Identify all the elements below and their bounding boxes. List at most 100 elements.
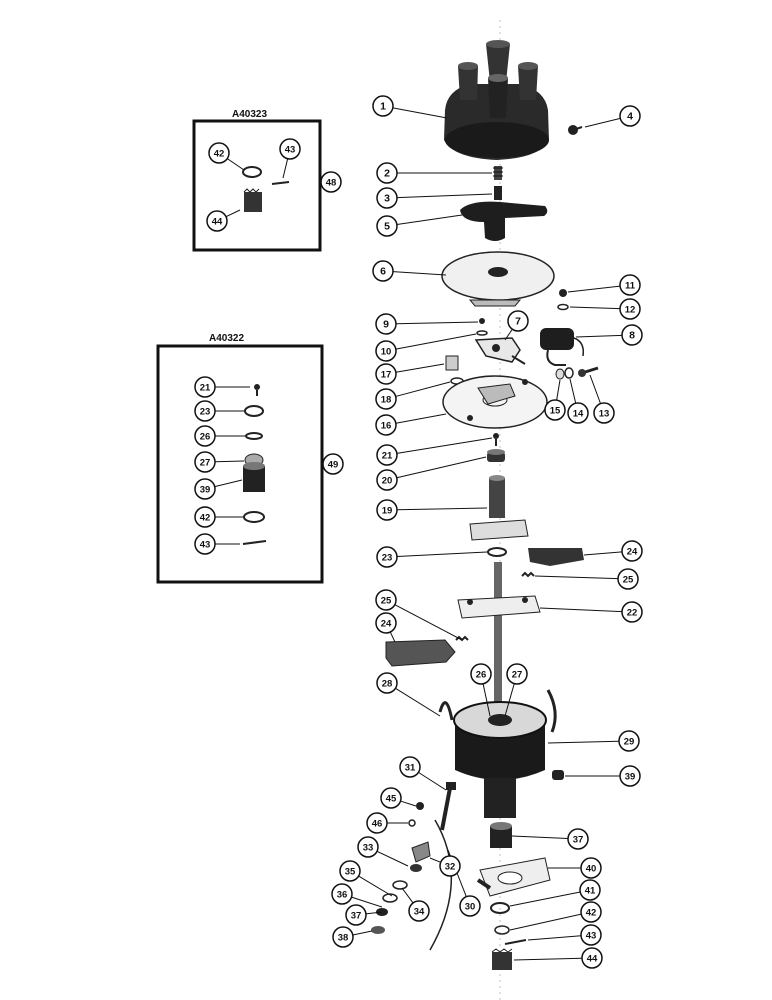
callout-number: 25 [381, 596, 392, 607]
condenser-part [540, 328, 585, 366]
leader-line [527, 935, 582, 941]
leader-line [396, 551, 488, 557]
callout-number: 6 [380, 266, 386, 278]
advance-weight-right-part [528, 548, 584, 566]
leader-line [583, 551, 623, 556]
leader-line [214, 460, 245, 463]
callout-41: 41 [579, 879, 601, 901]
oiler-part [552, 770, 564, 780]
callout-number: 7 [515, 316, 521, 328]
breaker-plate-part [442, 375, 548, 429]
drive-pin-part [504, 939, 527, 945]
leader-line [556, 379, 561, 401]
leader-line [394, 604, 463, 641]
leader-line [400, 800, 417, 807]
shaft-bushing-part [487, 449, 505, 462]
callout-number: 41 [585, 886, 596, 897]
leader-line [395, 381, 451, 397]
lock-washer-part [371, 926, 385, 934]
callout-9: 9 [375, 313, 397, 335]
leader-line [569, 306, 621, 310]
terminal-washer-part [564, 367, 574, 379]
cam-assembly-part [469, 475, 529, 541]
kit-a40323-callout-44: 44 [206, 210, 228, 232]
callout-number: 12 [625, 305, 636, 316]
callout-11: 11 [619, 274, 641, 296]
leader-line [214, 479, 243, 488]
bottom-spacer-part [494, 925, 510, 935]
callout-27: 27 [506, 663, 528, 685]
leader-line [509, 891, 581, 907]
leader-line [392, 271, 447, 276]
dust-shield-part [441, 251, 555, 307]
drive-gear-part [491, 948, 513, 970]
thrust-washer-part [487, 547, 507, 557]
callout-1: 1 [372, 95, 394, 117]
kit-a40322-callout-43: 43 [194, 533, 216, 555]
callout-18: 18 [375, 388, 397, 410]
leader-line [418, 771, 447, 791]
kit-a40322-callout-39: 39 [194, 478, 216, 500]
kit-a40322-callout-23: 23 [194, 400, 216, 422]
callout-39: 39 [619, 765, 641, 787]
callout-43: 43 [580, 924, 602, 946]
callout-number: 45 [386, 794, 397, 805]
callout-31: 31 [399, 756, 421, 778]
callout-10: 10 [375, 340, 397, 362]
kit-a40323-callout: 48 [320, 171, 342, 193]
callout-number: 26 [200, 432, 211, 443]
carbon-brush-part [494, 186, 502, 200]
leader-line [395, 363, 445, 373]
callout-24: 24 [621, 540, 643, 562]
kit-a40323-pin-part [271, 181, 290, 185]
leader-line [513, 957, 583, 961]
leader-line [396, 214, 463, 226]
leader-line [534, 575, 619, 580]
primary-lead-part [429, 819, 452, 951]
kit-a40322-rollpin-part [242, 540, 267, 545]
callout-21: 21 [376, 444, 398, 466]
callout-12: 12 [619, 298, 641, 320]
clamp-washer-a-part [392, 880, 408, 890]
callout-number: 3 [384, 193, 390, 205]
leader-line [509, 913, 582, 931]
leader-line [226, 158, 245, 171]
leader-line [547, 740, 620, 744]
leader-line [392, 107, 448, 119]
callout-2: 2 [376, 162, 398, 184]
primary-terminal-part [445, 355, 459, 371]
callout-17: 17 [375, 363, 397, 385]
callout-number: 18 [381, 395, 392, 406]
leader-line [352, 930, 373, 936]
callout-number: 25 [623, 575, 634, 586]
callout-19: 19 [376, 499, 398, 521]
leader-line [395, 413, 447, 424]
callout-number: 46 [372, 819, 383, 830]
leader-line [584, 117, 621, 128]
distributor-cap-part [444, 40, 549, 160]
callout-37: 37 [345, 904, 367, 926]
callout-number: 30 [465, 902, 476, 913]
callout-42: 42 [580, 901, 602, 923]
callout-35: 35 [339, 860, 361, 882]
leader-line [365, 911, 383, 915]
terminal-bolt-part [578, 366, 599, 377]
kit-a40322-gasket-part [243, 511, 265, 523]
kit-a40322-callout-21: 21 [194, 376, 216, 398]
callout-5: 5 [376, 215, 398, 237]
clamp-nut-part [410, 864, 422, 872]
callout-number: 27 [512, 670, 523, 681]
callout-number: 13 [599, 409, 610, 420]
callout-number: 42 [214, 149, 225, 160]
callout-number: 44 [587, 954, 598, 965]
leader-line [575, 334, 623, 338]
callout-34: 34 [408, 900, 430, 922]
callout-number: 1 [380, 101, 386, 113]
leader-line [567, 285, 621, 293]
callout-number: 37 [573, 835, 584, 846]
callout-number: 35 [345, 867, 356, 878]
callout-number: 34 [414, 907, 425, 918]
callout-number: 8 [629, 330, 635, 342]
callout-40: 40 [580, 857, 602, 879]
leader-line [358, 875, 393, 897]
